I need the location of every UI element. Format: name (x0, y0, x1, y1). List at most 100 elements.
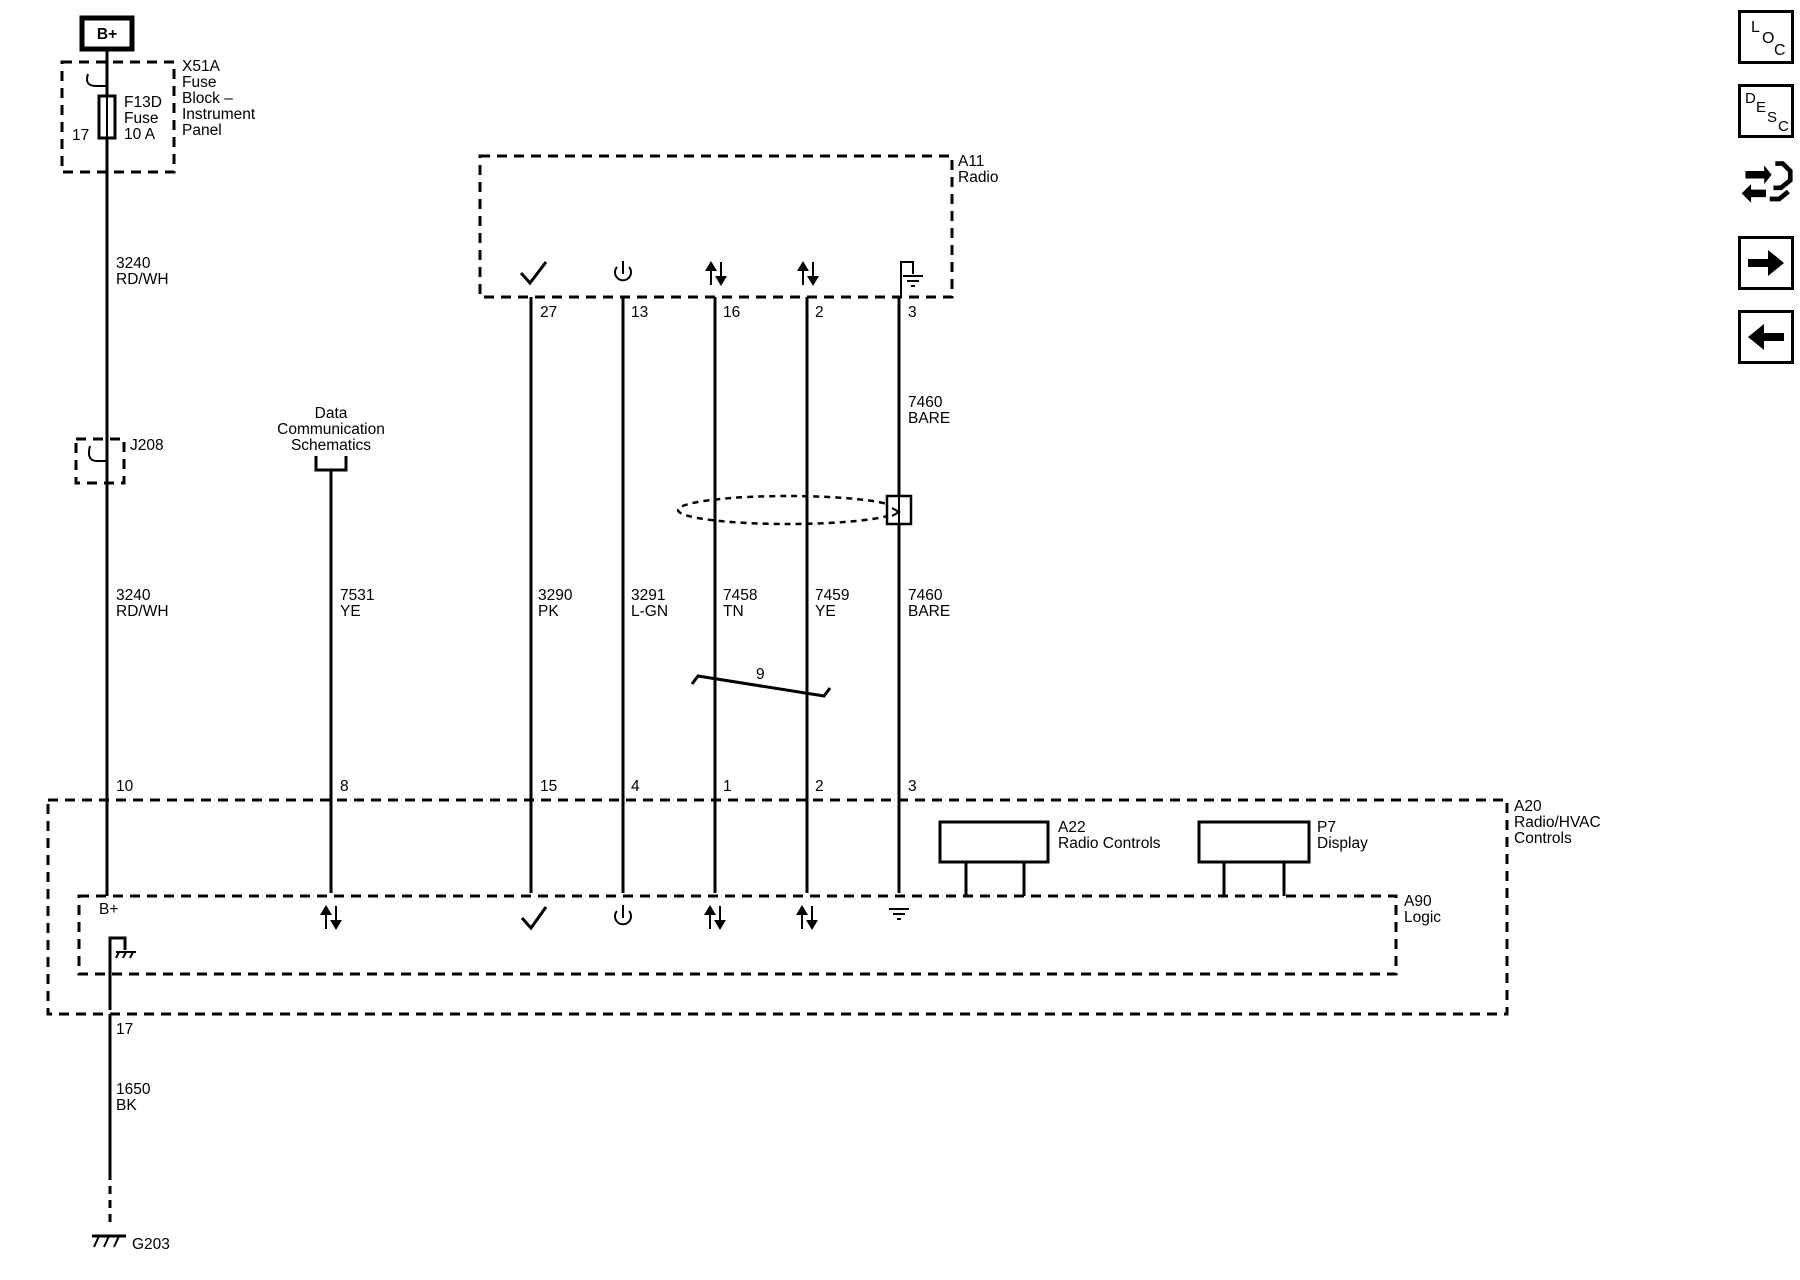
next-arrow-icon (1748, 250, 1784, 276)
loc-icon: L O C (1751, 19, 1786, 59)
radio-checkmark-icon (519, 261, 548, 286)
logic-power-icon (614, 905, 632, 926)
ye-color: YE (815, 603, 836, 620)
lower-supply-color: RD/WH (116, 603, 169, 620)
hvac-pin-15: 15 (540, 778, 557, 795)
radio-pin-3: 3 (908, 304, 917, 321)
logic-chassis-ground-icon (108, 936, 136, 1010)
data-comm-line-3: Schematics (291, 437, 371, 454)
logic-bidirectional-icon-2 (796, 905, 818, 930)
fuse-block-ref: X51A (182, 58, 221, 75)
fuse-ref: F13D (124, 94, 162, 111)
splice-outline (74, 437, 126, 485)
hvac-pin-1: 1 (723, 778, 732, 795)
back-button[interactable] (1738, 310, 1794, 364)
logic-outline (77, 894, 1398, 976)
data-comm-bracket (314, 456, 348, 472)
hvac-pin-8: 8 (340, 778, 349, 795)
shield-drain-mark (891, 507, 902, 517)
logic-ground-pin: 17 (116, 1021, 133, 1038)
data-comm-line-2: Communication (277, 421, 385, 438)
bare-bottom-color: BARE (908, 603, 950, 620)
twisted-pair-slash (690, 674, 832, 698)
radio-controls-box (938, 820, 1050, 864)
logic-ground-icon (889, 908, 909, 920)
display-box (1197, 820, 1311, 864)
ground-point-ref: G203 (132, 1236, 170, 1253)
radio-power-icon (614, 261, 632, 282)
top-supply-circuit: 3240 (116, 255, 151, 272)
bplus-supply-label: B+ (97, 26, 117, 43)
svg-text:L: L (1751, 19, 1760, 36)
svg-text:E: E (1756, 99, 1766, 116)
radio-outline (478, 154, 954, 299)
back-arrow-icon (1748, 324, 1784, 350)
fuse-connector-icon (86, 73, 107, 87)
pk-circuit: 3290 (538, 587, 573, 604)
radio-pin-27: 27 (540, 304, 557, 321)
data-wire-color: YE (340, 603, 361, 620)
display-name: Display (1317, 835, 1368, 852)
ye-circuit: 7459 (815, 587, 849, 604)
bare-top-circuit: 7460 (908, 394, 943, 411)
logic-checkmark-icon (520, 906, 548, 931)
loc-button[interactable]: L O C (1738, 10, 1794, 64)
hvac-pin-10: 10 (116, 778, 134, 795)
hvac-name-1: Radio/HVAC (1514, 814, 1601, 831)
fuse-block-name-4: Panel (182, 122, 222, 139)
top-supply-color: RD/WH (116, 271, 169, 288)
lgn-circuit: 3291 (631, 587, 665, 604)
svg-text:D: D (1745, 90, 1756, 107)
fuse-block-name-2: Block – (182, 90, 233, 107)
shield-ellipse (676, 494, 900, 526)
fuse-block-name-3: Instrument (182, 106, 256, 123)
twisted-pair-label: 9 (756, 666, 765, 683)
next-button[interactable] (1738, 236, 1794, 290)
radio-pin-13: 13 (631, 304, 648, 321)
hvac-pin-2: 2 (815, 778, 824, 795)
fuse-word: Fuse (124, 110, 158, 127)
fuse-block-outline (60, 60, 176, 174)
desc-icon: D E S C (1745, 90, 1789, 135)
tn-circuit: 7458 (723, 587, 757, 604)
ground-point-icon (92, 1234, 126, 1248)
bare-bottom-circuit: 7460 (908, 587, 943, 604)
lgn-color: L-GN (631, 603, 668, 620)
data-wire-circuit: 7531 (340, 587, 374, 604)
hvac-name-2: Controls (1514, 830, 1572, 847)
logic-ref: A90 (1404, 893, 1432, 910)
ground-color: BK (116, 1097, 137, 1114)
svg-text:C: C (1778, 118, 1789, 135)
radio-ref: A11 (958, 153, 984, 170)
splice-ref: J208 (130, 437, 164, 454)
svg-text:C: C (1774, 42, 1786, 59)
hvac-pin-3: 3 (908, 778, 917, 795)
radio-bidirectional-icon-2 (797, 261, 819, 286)
hvac-ref: A20 (1514, 798, 1542, 815)
lower-supply-circuit: 3240 (116, 587, 151, 604)
logic-data-bidirectional-icon (320, 905, 342, 930)
desc-button[interactable]: D E S C (1738, 84, 1794, 138)
tn-color: TN (723, 603, 744, 620)
bare-top-color: BARE (908, 410, 950, 427)
connector-icon (1741, 161, 1793, 203)
display-ref: P7 (1317, 819, 1336, 836)
radio-name: Radio (958, 169, 999, 186)
hvac-outline (46, 798, 1509, 1016)
logic-name: Logic (1404, 909, 1441, 926)
ground-circuit: 1650 (116, 1081, 151, 1098)
radio-pin-2: 2 (815, 304, 824, 321)
pk-color: PK (538, 603, 559, 620)
svg-text:O: O (1762, 30, 1774, 47)
radio-controls-ref: A22 (1058, 819, 1086, 836)
hvac-pin-4: 4 (631, 778, 640, 795)
connector-button[interactable] (1738, 158, 1794, 212)
logic-bplus: B+ (99, 901, 118, 918)
radio-controls-name: Radio Controls (1058, 835, 1161, 852)
data-comm-line-1: Data (315, 405, 348, 422)
fuse-rating: 10 A (124, 126, 156, 143)
svg-text:S: S (1767, 109, 1777, 126)
fuse-pin: 17 (72, 127, 89, 144)
logic-bidirectional-icon (704, 905, 726, 930)
